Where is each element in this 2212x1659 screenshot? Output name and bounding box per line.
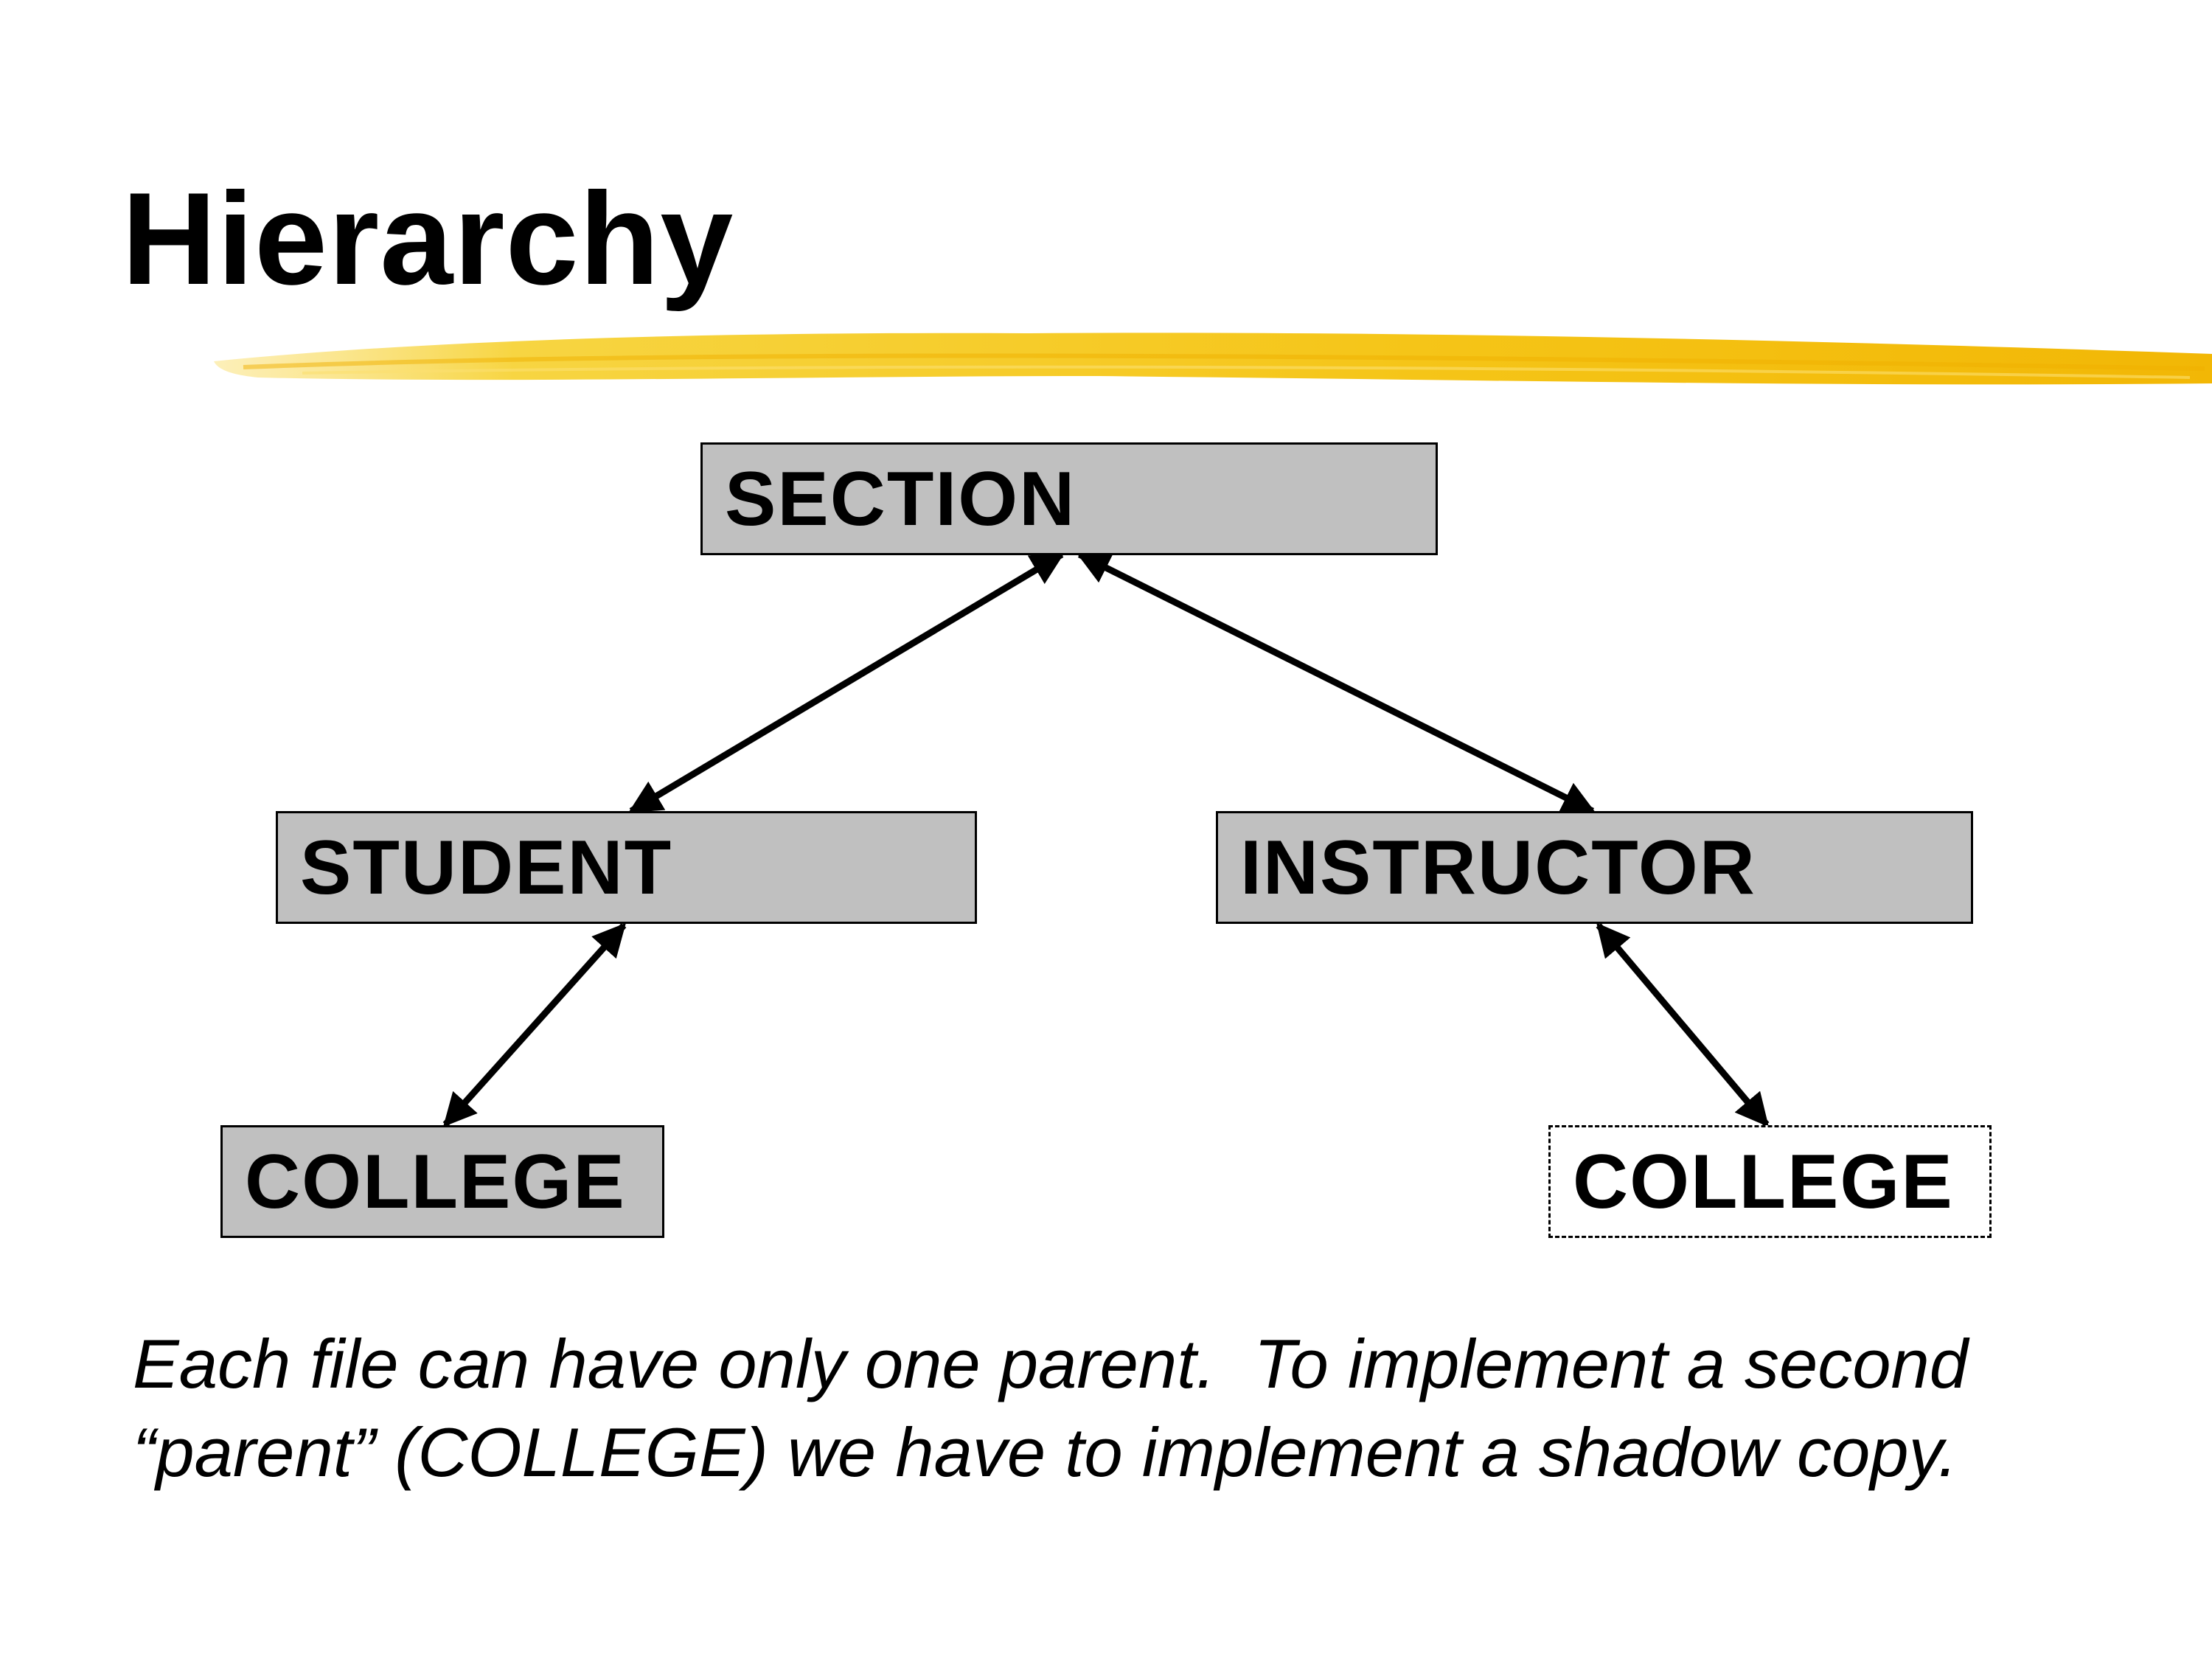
node-college-primary-label: COLLEGE [245, 1138, 626, 1225]
edge-instructor-college-shadow [1596, 922, 1770, 1127]
slide-title: Hierarchy [122, 165, 734, 312]
node-college-primary: COLLEGE [220, 1125, 664, 1238]
node-college-shadow-label: COLLEGE [1573, 1138, 1954, 1225]
slide-caption: Each file can have only one parent. To i… [133, 1320, 2183, 1497]
title-brush-underline [214, 333, 2212, 385]
node-instructor: INSTRUCTOR [1216, 811, 1973, 924]
edge-student-college [442, 922, 627, 1127]
node-instructor-label: INSTRUCTOR [1240, 824, 1756, 911]
node-student-label: STUDENT [300, 824, 673, 911]
node-section: SECTION [700, 442, 1438, 555]
caption-line-1: Each file can have only one parent. To i… [133, 1325, 1969, 1402]
node-college-shadow: COLLEGE [1548, 1125, 1992, 1238]
node-student: STUDENT [276, 811, 977, 924]
edge-section-instructor [1076, 551, 1596, 815]
node-section-label: SECTION [725, 456, 1077, 542]
edge-section-student [628, 552, 1065, 814]
caption-line-2: “parent” (COLLEGE) we have to implement … [133, 1413, 1958, 1491]
